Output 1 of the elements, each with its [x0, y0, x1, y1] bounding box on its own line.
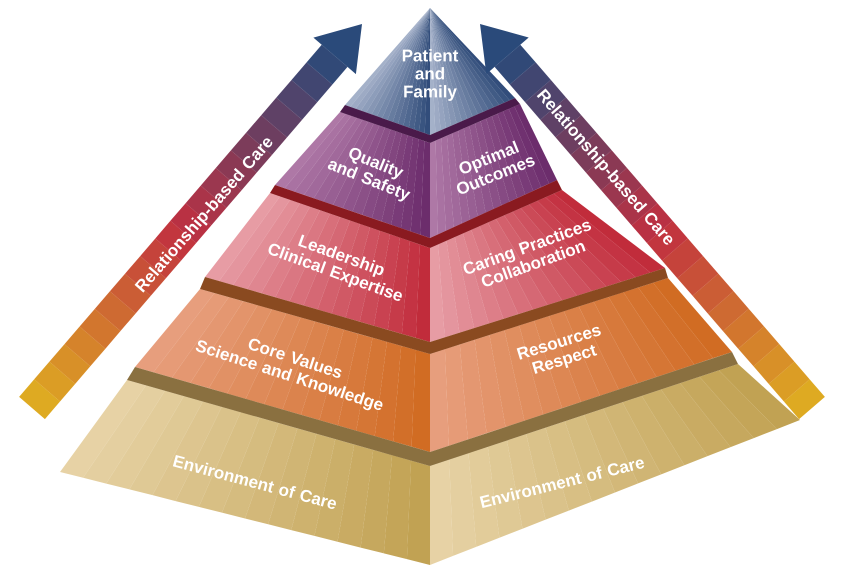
pyramid-top: Patient and Family: [345, 8, 515, 135]
